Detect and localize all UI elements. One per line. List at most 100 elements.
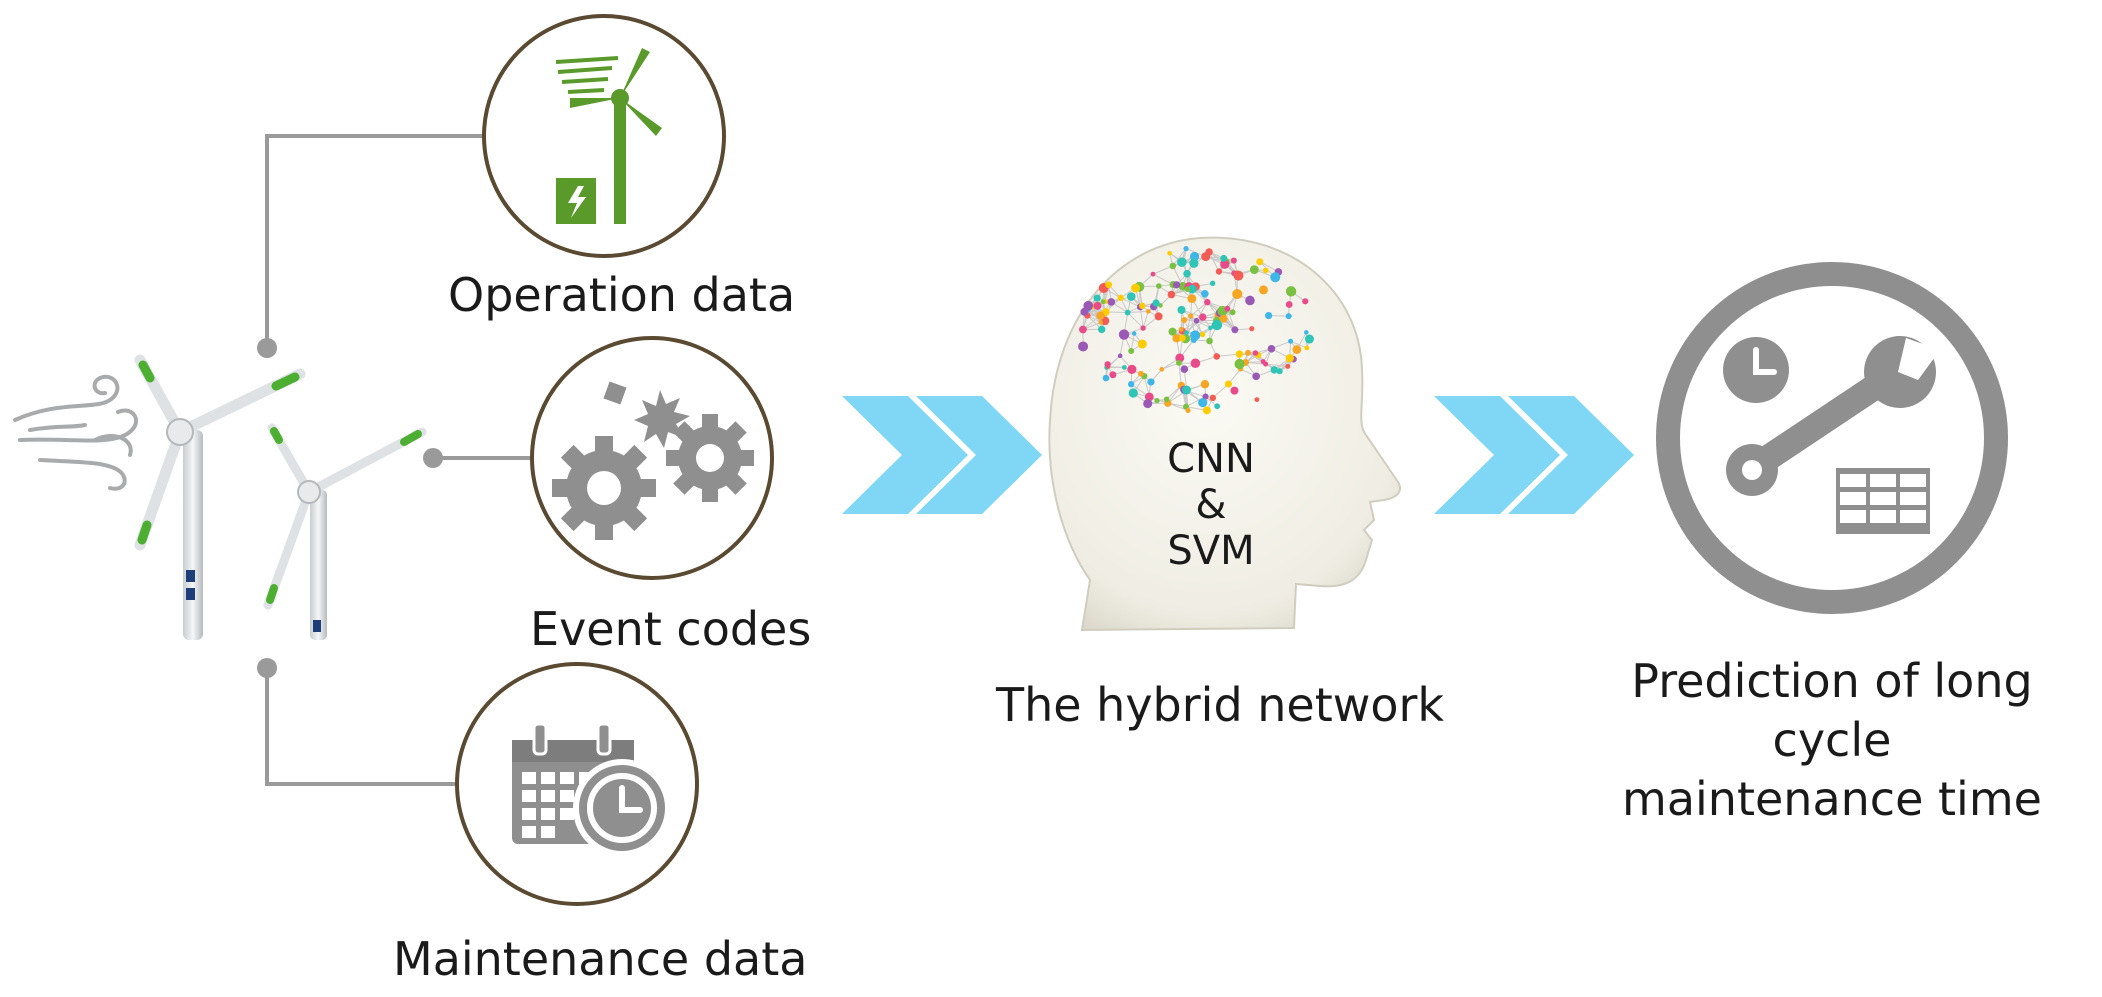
- brain-node: [1230, 309, 1236, 315]
- brain-node: [1122, 365, 1127, 370]
- brain-node: [1188, 313, 1193, 318]
- brain-node: [1216, 268, 1222, 274]
- connector-dot-bottom: [257, 658, 277, 678]
- brain-node: [1146, 309, 1151, 314]
- brain-node: [1236, 350, 1243, 357]
- brain-node: [1182, 385, 1191, 394]
- brain-node: [1168, 291, 1176, 299]
- prediction-circle: [1668, 274, 1996, 602]
- brain-node: [1183, 246, 1188, 251]
- prediction-label: Prediction of long cycle maintenance tim…: [1572, 652, 2092, 829]
- brain-node: [1152, 299, 1159, 306]
- operation-data-node: [484, 16, 724, 256]
- chevron-arrow-1-icon: [842, 396, 1042, 514]
- brain-node: [1256, 258, 1263, 265]
- brain-node: [1154, 398, 1159, 403]
- brain-node: [1268, 345, 1276, 353]
- prediction-label-line-1: Prediction of long cycle: [1572, 652, 2092, 770]
- connector-lines: [267, 136, 533, 784]
- brain-node: [1139, 303, 1145, 309]
- brain-node: [1176, 360, 1182, 366]
- brain-node: [1201, 252, 1210, 261]
- brain-node: [1231, 326, 1238, 333]
- brain-node: [1201, 290, 1209, 298]
- brain-node: [1129, 388, 1138, 397]
- brain-node: [1277, 368, 1283, 374]
- brain-node: [1189, 259, 1198, 268]
- brain-node: [1179, 327, 1184, 332]
- brain-node: [1164, 396, 1170, 402]
- brain-node: [1210, 281, 1215, 286]
- brain-node: [1094, 294, 1101, 301]
- brain-node: [1128, 348, 1134, 354]
- brain-node: [1185, 286, 1191, 292]
- brain-node: [1259, 285, 1268, 294]
- brain-node: [1159, 367, 1164, 372]
- brain-node: [1191, 358, 1201, 368]
- brain-node: [1255, 397, 1260, 402]
- brain-node: [1098, 320, 1103, 325]
- brain-node: [1286, 286, 1296, 296]
- brain-node: [1185, 408, 1190, 413]
- brain-node: [1203, 406, 1211, 414]
- brain-node: [1127, 365, 1136, 374]
- brain-node: [1181, 365, 1189, 373]
- brain-node: [1101, 299, 1106, 304]
- brain-node: [1220, 255, 1227, 262]
- connector-dot-top: [257, 338, 277, 358]
- brain-node: [1184, 330, 1189, 335]
- brain-node: [1204, 299, 1210, 305]
- brain-node: [1210, 395, 1216, 401]
- brain-node: [1105, 281, 1112, 288]
- brain-node: [1198, 398, 1207, 407]
- brain-node: [1118, 295, 1124, 301]
- hybrid-network-label: The hybrid network: [996, 682, 1444, 728]
- brain-node: [1177, 306, 1185, 314]
- operation-data-label: Operation data: [448, 272, 795, 318]
- head-text-ampersand: &: [1131, 484, 1291, 526]
- brain-node: [1304, 330, 1309, 335]
- brain-node: [1292, 345, 1301, 354]
- brain-node: [1265, 312, 1272, 319]
- brain-node: [1214, 403, 1220, 409]
- brain-node: [1138, 371, 1144, 377]
- brain-node: [1138, 340, 1147, 349]
- brain-node: [1168, 328, 1176, 336]
- brain-node: [1200, 332, 1205, 337]
- maintenance-data-node: [457, 664, 697, 904]
- brain-node: [1078, 341, 1088, 351]
- brain-node: [1286, 301, 1293, 308]
- maintenance-data-label: Maintenance data: [393, 936, 807, 982]
- brain-node: [1104, 361, 1110, 367]
- brain-node: [1250, 265, 1259, 274]
- wind-gust-icon: [15, 377, 136, 489]
- brain-node: [1127, 292, 1136, 301]
- connector-dot-middle: [423, 448, 443, 468]
- brain-node: [1098, 326, 1105, 333]
- brain-link: [1108, 367, 1124, 368]
- brain-node: [1252, 373, 1260, 381]
- brain-node: [1213, 353, 1220, 360]
- brain-node: [1183, 270, 1191, 278]
- brain-node: [1108, 298, 1116, 306]
- brain-node: [1155, 312, 1163, 320]
- brain-node: [1201, 380, 1209, 388]
- brain-node: [1181, 317, 1187, 323]
- brain-node: [1103, 375, 1110, 382]
- brain-node: [1167, 251, 1172, 256]
- brain-node: [1119, 329, 1129, 339]
- brain-node: [1261, 359, 1266, 364]
- chevron-arrow-2-icon: [1434, 396, 1634, 514]
- brain-node: [1249, 326, 1254, 331]
- brain-node: [1187, 294, 1196, 303]
- brain-node: [1245, 350, 1251, 356]
- brain-node: [1302, 298, 1308, 304]
- wind-turbines-icon: [140, 360, 422, 640]
- brain-node: [1225, 381, 1232, 388]
- brain-node: [1263, 268, 1269, 274]
- brain-node: [1177, 257, 1187, 267]
- prediction-node: [1668, 274, 1996, 602]
- brain-node: [1253, 350, 1259, 356]
